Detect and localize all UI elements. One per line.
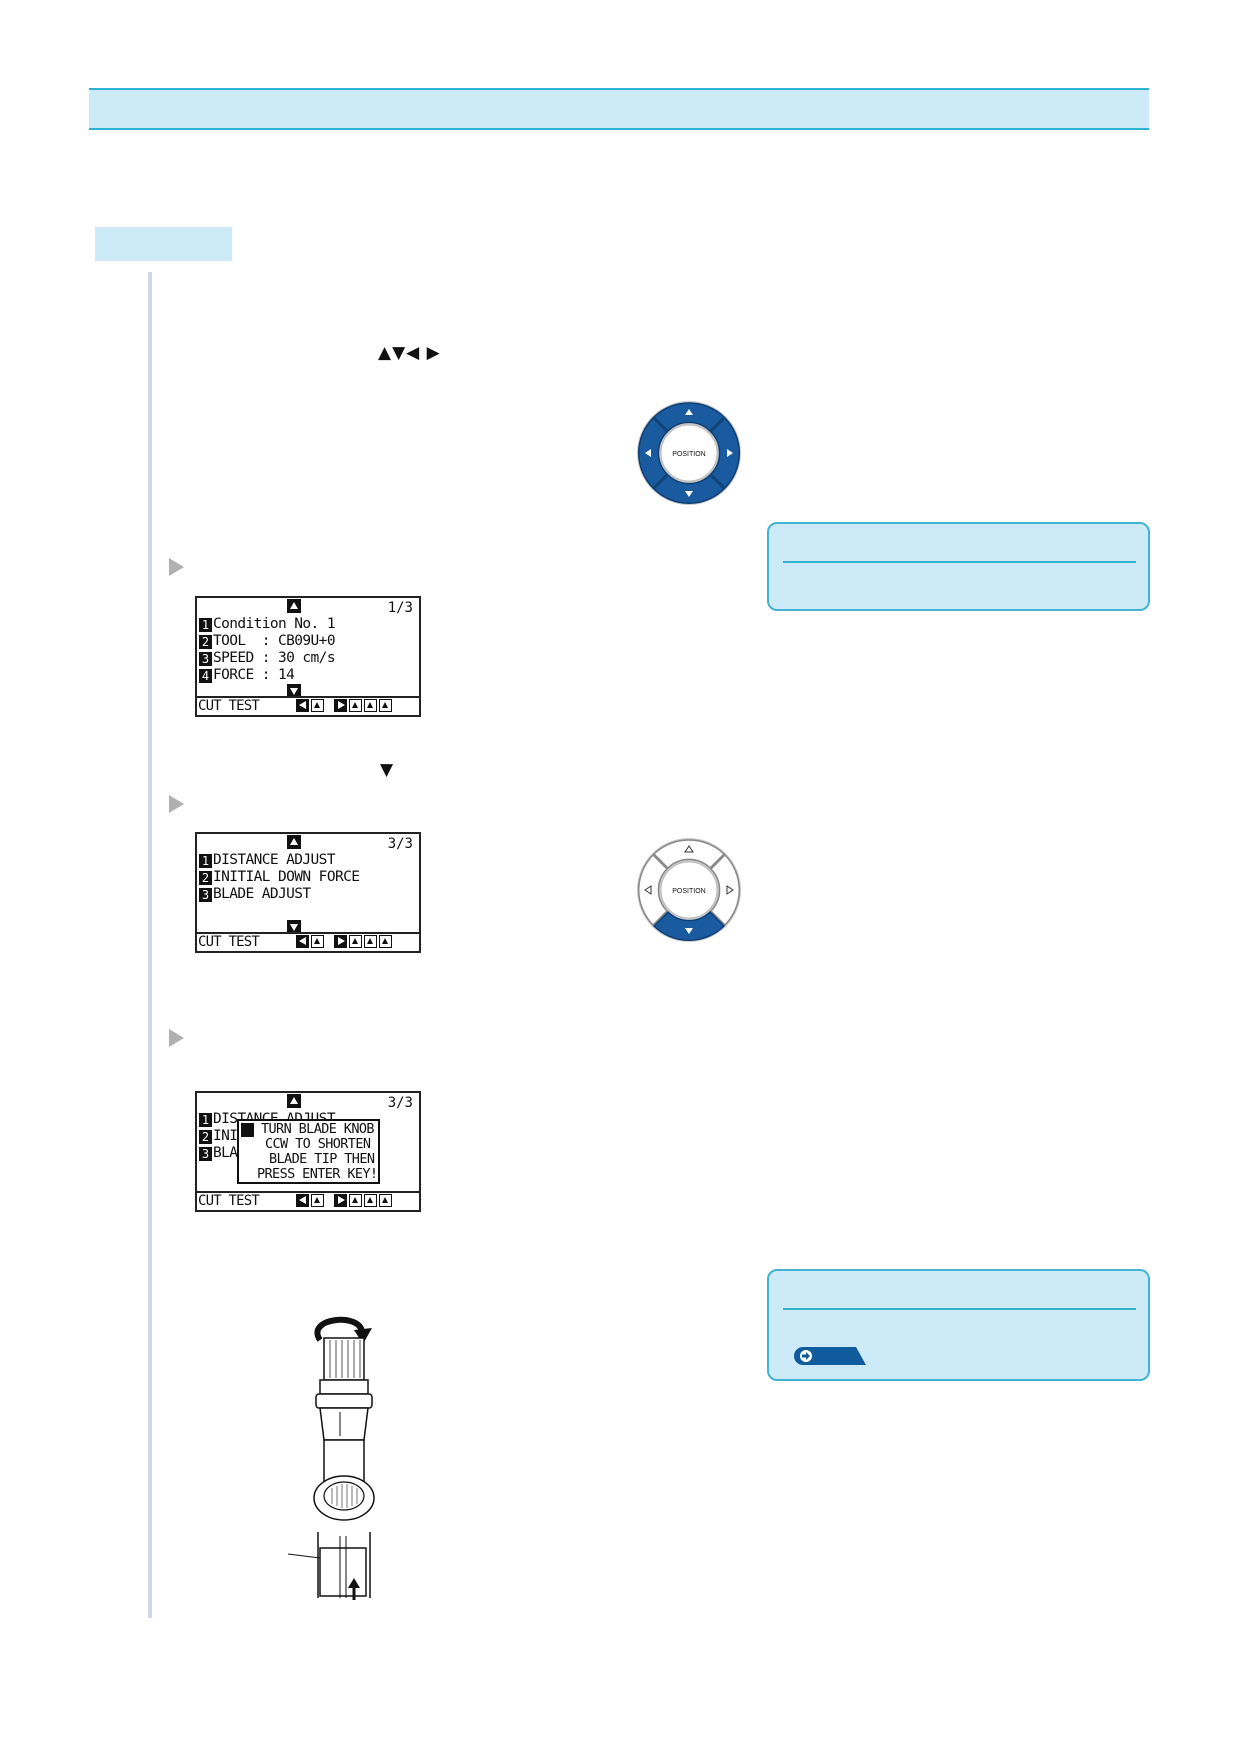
down-arrow-key-text: ▼: [380, 760, 394, 780]
soft-key-icon: [379, 1194, 392, 1207]
page-indicator: 3/3: [387, 1095, 413, 1111]
result-triangle-icon: [169, 1029, 184, 1047]
soft-key-icon: [311, 935, 324, 948]
step-side-rule: [148, 272, 152, 1618]
dpad-label: POSITION: [672, 451, 705, 458]
scroll-up-icon: [287, 599, 301, 613]
blade-adjust-popup: TURN BLADE KNOB CCW TO SHORTEN BLADE TIP…: [237, 1119, 380, 1184]
dpad-down-key[interactable]: [652, 910, 726, 942]
dpad-right-key[interactable]: [709, 853, 741, 927]
soft-key-icon: [364, 935, 377, 948]
position-arrow-keys-text: ▲▼◀ ▶: [378, 343, 441, 363]
note-divider: [783, 561, 1136, 563]
section-header-bar: [89, 88, 1149, 130]
lcd-footer: CUT TEST: [197, 932, 419, 951]
popup-line: BLADE TIP THEN: [269, 1151, 375, 1167]
dpad-down-key[interactable]: [652, 473, 726, 505]
footer-label: CUT TEST: [198, 698, 260, 714]
right-key-icon: [334, 699, 347, 712]
footer-label: CUT TEST: [198, 934, 260, 950]
page-indicator: 1/3: [387, 600, 413, 616]
dpad-left-key[interactable]: [637, 416, 669, 490]
step-tab-label: [95, 227, 232, 261]
soft-key-icon: [349, 1194, 362, 1207]
lcd-footer: CUT TEST: [197, 696, 419, 715]
note-divider: [783, 1308, 1136, 1310]
soft-key-icon: [364, 1194, 377, 1207]
position-dpad-down-icon: POSITION: [637, 838, 741, 942]
result-triangle-icon: [169, 558, 184, 576]
result-triangle-icon: [169, 795, 184, 813]
note-box: [767, 522, 1150, 611]
soft-key-icon: [311, 1194, 324, 1207]
scroll-down-icon: [287, 684, 301, 698]
dpad-right-key[interactable]: [709, 416, 741, 490]
soft-key-icon: [349, 935, 362, 948]
position-dpad-icon: POSITION: [637, 401, 741, 505]
dpad-up-key[interactable]: [652, 839, 726, 870]
left-key-icon: [296, 935, 309, 948]
lcd-footer: CUT TEST: [197, 1191, 419, 1210]
page-indicator: 3/3: [387, 836, 413, 852]
popup-line: PRESS ENTER KEY!: [257, 1166, 378, 1182]
footer-label: CUT TEST: [198, 1193, 260, 1209]
scroll-down-icon: [287, 920, 301, 934]
left-key-icon: [296, 1194, 309, 1207]
note-box-with-reference: [767, 1269, 1150, 1381]
dpad-left-key[interactable]: [637, 853, 669, 927]
soft-key-icon: [349, 699, 362, 712]
left-key-icon: [296, 699, 309, 712]
reference-arrow-icon[interactable]: [794, 1347, 866, 1365]
soft-key-icon: [364, 699, 377, 712]
popup-line: CCW TO SHORTEN: [265, 1136, 371, 1152]
dpad-label: POSITION: [672, 888, 705, 895]
soft-key-icon: [379, 935, 392, 948]
popup-line: TURN BLADE KNOB: [261, 1121, 375, 1137]
right-key-icon: [334, 1194, 347, 1207]
rotate-ccw-arrow-icon: [314, 1316, 365, 1342]
right-key-icon: [334, 935, 347, 948]
scroll-up-icon: [287, 1094, 301, 1108]
blade-holder-illustration: [287, 1316, 375, 1600]
dpad-up-key[interactable]: [652, 402, 726, 433]
soft-key-icon: [311, 699, 324, 712]
popup-icon: [241, 1123, 254, 1137]
soft-key-icon: [379, 699, 392, 712]
scroll-up-icon: [287, 835, 301, 849]
